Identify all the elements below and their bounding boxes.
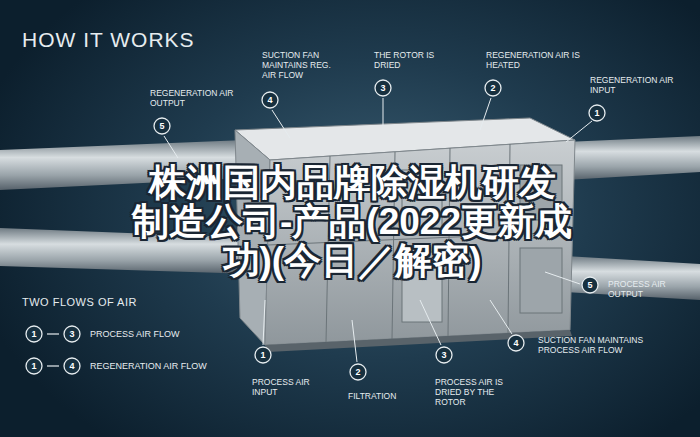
- callout-label: PROCESS AIR INPUT: [252, 377, 322, 397]
- callout-number: 1: [25, 325, 43, 343]
- callout-label: SUCTION FAN MAINTAINS PROCESS AIR FLOW: [538, 335, 648, 355]
- callout-digit: 2: [484, 79, 502, 97]
- callout-digit: 2: [349, 363, 367, 381]
- callout-number: 5: [153, 117, 171, 135]
- callout-digit: 4: [261, 91, 279, 109]
- callout-number: 4: [63, 357, 81, 375]
- callout-number: 2: [484, 79, 502, 97]
- callout-digit: 1: [25, 357, 43, 375]
- legend-text: PROCESS AIR FLOW: [90, 329, 180, 339]
- callout-label: REGENERATION AIR OUTPUT: [150, 88, 242, 108]
- legend-heading: TWO FLOWS OF AIR: [22, 296, 182, 308]
- callout-number: 5: [581, 276, 599, 294]
- callout-number: 1: [254, 346, 272, 364]
- callout-digit: 1: [588, 104, 606, 122]
- duct: [565, 256, 700, 300]
- callout-number: 3: [435, 346, 453, 364]
- callout-number: 3: [63, 325, 81, 343]
- callout-number: 4: [507, 334, 525, 352]
- callout-number: 1: [588, 104, 606, 122]
- callout-digit: 4: [63, 357, 81, 375]
- callout-digit: 3: [435, 346, 453, 364]
- duct: [565, 136, 700, 180]
- callout-digit: 3: [374, 79, 392, 97]
- callout-digit: 4: [507, 334, 525, 352]
- callout-digit: 1: [25, 325, 43, 343]
- callout-digit: 3: [63, 325, 81, 343]
- legend-text: REGENERATION AIR FLOW: [90, 361, 207, 371]
- callout-number: 4: [261, 91, 279, 109]
- callout-digit: 1: [254, 346, 272, 364]
- callout-label: REGENERATION AIR INPUT: [590, 75, 685, 95]
- callout-number: 2: [349, 363, 367, 381]
- callout-number: 1: [25, 357, 43, 375]
- watermark: 株洲国内品牌除湿机研发制造公司-产品(2022更新成功)(今日／解密): [132, 164, 572, 281]
- unit-base: [265, 330, 572, 352]
- callout-digit: 5: [581, 276, 599, 294]
- callout-label: PROCESS AIR OUTPUT: [608, 279, 693, 299]
- title: HOW IT WORKS: [22, 28, 195, 52]
- callout-digit: 5: [153, 117, 171, 135]
- callout-label: PROCESS AIR IS DRIED BY THE ROTOR: [435, 377, 525, 408]
- callout-number: 3: [374, 79, 392, 97]
- callout-label: SUCTION FAN MAINTAINS REG. AIR FLOW: [262, 50, 340, 81]
- legend-dash: [47, 334, 59, 366]
- callout-label: REGENERATION AIR IS HEATED: [486, 50, 581, 70]
- callout-label: THE ROTOR IS DRIED: [374, 50, 444, 70]
- callout-label: FILTRATION: [348, 391, 418, 401]
